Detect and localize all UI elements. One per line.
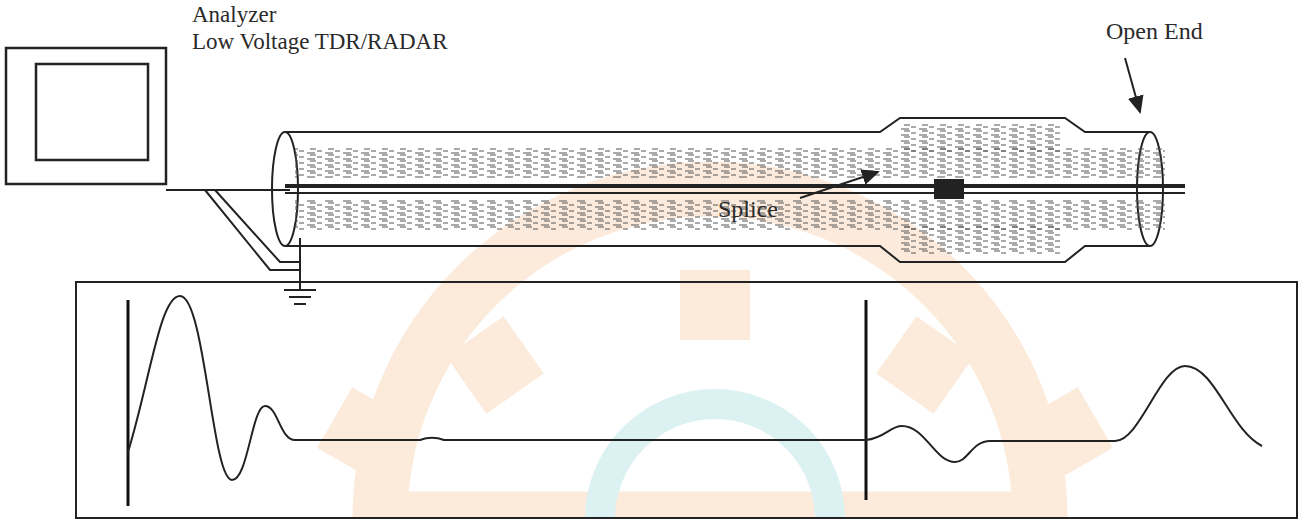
open-end-label: Open End (1106, 18, 1203, 45)
watermark (317, 189, 1113, 519)
analyzer-box (6, 48, 166, 184)
leader-line (800, 172, 878, 198)
analyzer-title: Analyzer (192, 2, 276, 28)
analyzer-subtitle: Low Voltage TDR/RADAR (192, 29, 448, 55)
leader-line (1125, 58, 1140, 112)
ground-symbol (284, 290, 316, 304)
cable (272, 118, 1185, 262)
splice-label: Splice (718, 196, 778, 223)
cursor-line (865, 300, 868, 500)
tdr-trace (128, 296, 1262, 480)
cursor-line (127, 300, 130, 506)
waveform-panel (76, 282, 1297, 518)
